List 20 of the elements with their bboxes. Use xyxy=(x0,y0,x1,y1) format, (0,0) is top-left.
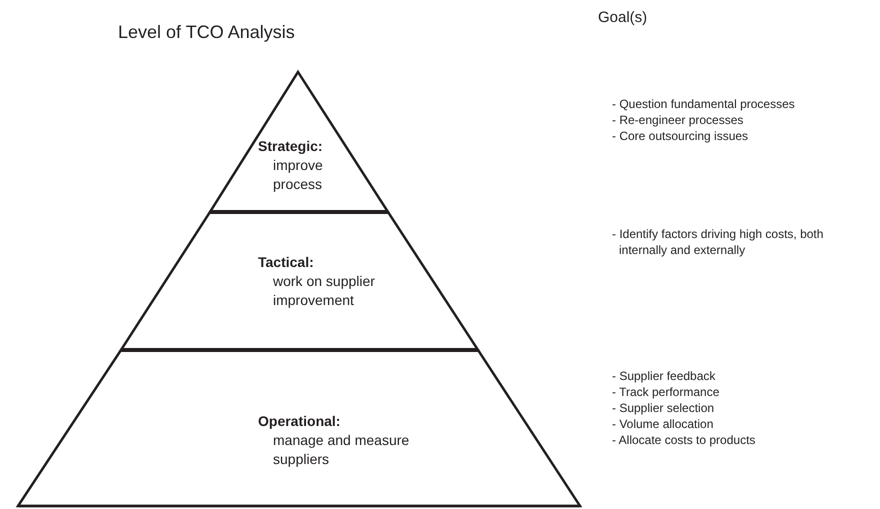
goal-item: - Question fundamental processes xyxy=(612,96,795,112)
goal-item: - Core outsourcing issues xyxy=(612,128,748,144)
tier-heading: Operational: xyxy=(258,412,340,431)
pyramid-apex-tier xyxy=(210,72,388,212)
goal-item: - Allocate costs to products xyxy=(612,432,756,448)
pyramid-base-tier xyxy=(18,350,580,506)
column-heading: Goal(s) xyxy=(598,8,648,27)
tier-heading: Tactical: xyxy=(258,253,314,272)
goal-item: - Supplier feedback xyxy=(612,368,716,384)
pyramid-middle-tier xyxy=(121,212,478,350)
tier-heading: Strategic: xyxy=(258,137,323,156)
goal-item: - Re-engineer processes xyxy=(612,112,744,128)
tier-description: manage and measure suppliers xyxy=(272,431,410,469)
column-heading: Level of TCO Analysis xyxy=(118,21,295,43)
tier-description: improve process xyxy=(272,156,324,194)
goal-item: - Track performance xyxy=(612,384,720,400)
goal-item: - Identify factors driving high costs, both internally and externally xyxy=(612,226,824,258)
goal-item: - Volume allocation xyxy=(612,416,714,432)
goal-item: - Supplier selection xyxy=(612,400,714,416)
tier-description: work on supplier improvement xyxy=(272,272,376,310)
